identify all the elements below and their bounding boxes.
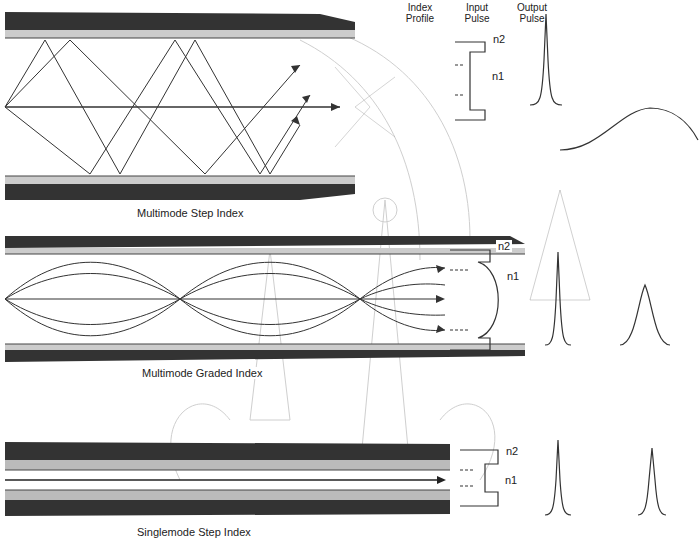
column-heading: Input Pulse	[455, 2, 499, 24]
singlemode-fiber	[5, 442, 450, 516]
index-label: n2	[496, 240, 512, 252]
step-index-fiber	[5, 12, 395, 200]
index-label: n2	[504, 445, 520, 457]
profile-and-pulses-3	[460, 440, 666, 515]
index-label: n2	[491, 33, 507, 45]
fiber-caption: Singlemode Step Index	[135, 526, 253, 538]
index-label: n1	[490, 70, 506, 82]
index-label: n1	[505, 270, 521, 282]
index-label: n1	[503, 474, 519, 486]
watermark-emblem	[171, 30, 590, 480]
graded-index-fiber	[5, 236, 525, 362]
fiber-caption: Multimode Step Index	[135, 207, 245, 219]
column-heading: Index Profile	[398, 2, 442, 24]
profile-and-pulses-2	[450, 250, 670, 350]
column-heading: Output Pulse	[510, 2, 554, 24]
profile-and-pulses-1	[455, 14, 698, 150]
fiber-caption: Multimode Graded Index	[140, 367, 264, 379]
